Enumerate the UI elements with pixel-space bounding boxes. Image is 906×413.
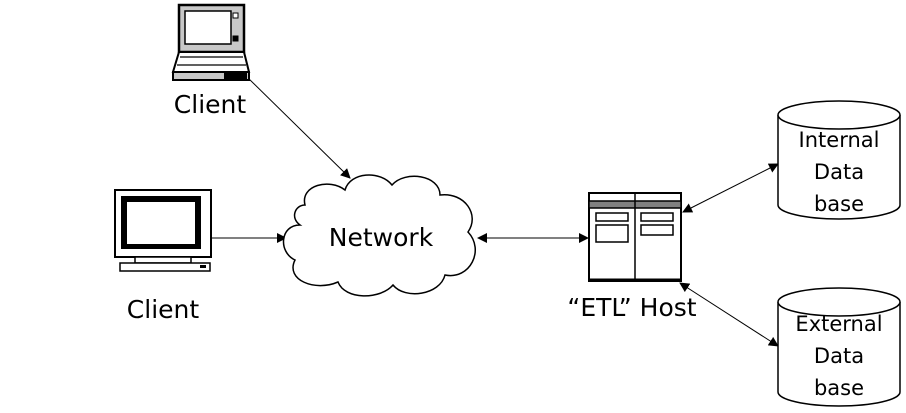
external-db-line-3: base xyxy=(814,376,864,400)
etl-host-label: “ETL” Host xyxy=(567,293,696,322)
arrow-etl-external-db xyxy=(679,282,779,347)
internal-db-line-3: base xyxy=(814,192,864,216)
etl-server-icon xyxy=(588,192,682,282)
laptop-icon xyxy=(171,3,251,81)
internal-db-line-1: Internal xyxy=(799,128,880,152)
network-label: Network xyxy=(329,223,434,252)
desktop-client-label: Client xyxy=(127,295,200,324)
arrow-etl-internal-db xyxy=(682,163,779,213)
desktop-computer-icon xyxy=(114,189,212,272)
internal-db-line-2: Data xyxy=(814,160,864,184)
connectors xyxy=(212,75,779,347)
laptop-client-label: Client xyxy=(174,90,247,119)
arrow-laptop-to-network xyxy=(245,75,351,179)
external-database-icon xyxy=(777,287,901,407)
network-cloud-icon xyxy=(282,174,476,297)
internal-database-icon xyxy=(777,100,901,220)
external-db-line-1: External xyxy=(795,312,882,336)
external-db-line-2: Data xyxy=(814,344,864,368)
